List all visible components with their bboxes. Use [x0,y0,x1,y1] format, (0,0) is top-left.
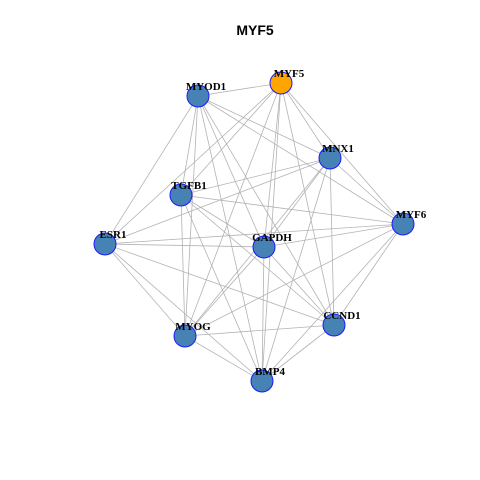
edge-tgfb1-bmp4 [180,194,263,382]
edge-tgfb1-myf6 [180,194,404,225]
edge-myog-bmp4 [184,335,263,382]
edge-tgfb1-myog [180,194,186,337]
node-ccnd1[interactable] [322,313,346,337]
edge-layer [104,82,404,382]
edge-myf5-ccnd1 [280,82,335,326]
edge-myf5-myog [184,82,282,337]
node-label-mnx1: MNX1 [322,143,354,155]
node-gapdh[interactable] [252,235,276,259]
edge-esr1-bmp4 [104,243,263,382]
edge-myf5-myod1 [197,82,282,97]
edge-mnx1-gapdh [263,157,331,248]
node-mnx1[interactable] [318,146,342,170]
node-myod1[interactable] [186,84,210,108]
node-label-bmp4: BMP4 [255,366,285,378]
edge-myf5-mnx1 [280,82,331,159]
edge-gapdh-ccnd1 [263,246,335,326]
edge-esr1-gapdh [104,243,265,248]
edge-myod1-esr1 [104,95,199,245]
edge-myf6-gapdh [263,223,404,248]
edge-myf5-myf6 [280,82,404,225]
edge-myf5-bmp4 [261,82,282,382]
edge-esr1-myog [104,243,186,337]
edge-myod1-myog [184,95,199,337]
node-bmp4[interactable] [250,369,274,393]
edge-gapdh-bmp4 [261,246,265,382]
node-label-esr1: ESR1 [100,229,127,241]
edge-ccnd1-bmp4 [261,324,335,382]
edge-myod1-bmp4 [197,95,263,382]
node-myf5[interactable] [269,71,293,95]
edge-myod1-tgfb1 [180,95,199,196]
node-myf6[interactable] [391,212,415,236]
edge-myf6-esr1 [104,223,404,245]
edge-mnx1-ccnd1 [329,157,335,326]
edge-myf5-gapdh [263,82,282,248]
edge-myod1-mnx1 [197,95,331,159]
edge-ccnd1-myog [184,324,335,337]
edge-esr1-ccnd1 [104,243,335,326]
edge-myf5-tgfb1 [180,82,282,196]
graph-title: MYF5 [236,22,274,38]
edge-myod1-myf6 [197,95,404,225]
edge-mnx1-myf6 [329,157,404,225]
edge-mnx1-tgfb1 [180,157,331,196]
node-label-ccnd1: CCND1 [323,310,360,322]
node-label-myod1: MYOD1 [186,81,226,93]
edge-mnx1-esr1 [104,157,331,245]
node-label-myf5: MYF5 [274,68,305,80]
edge-myod1-ccnd1 [197,95,335,326]
edge-myf6-ccnd1 [333,223,404,326]
edge-mnx1-bmp4 [261,157,331,382]
edge-myf6-bmp4 [261,223,404,382]
node-layer [93,71,415,393]
edge-myod1-gapdh [197,95,265,248]
node-label-gapdh: GAPDH [252,232,292,244]
node-esr1[interactable] [93,232,117,256]
node-tgfb1[interactable] [169,183,193,207]
node-label-tgfb1: TGFB1 [171,180,206,192]
node-label-myf6: MYF6 [396,209,427,221]
edge-tgfb1-gapdh [180,194,265,248]
edge-gapdh-myog [184,246,265,337]
edge-tgfb1-ccnd1 [180,194,335,326]
node-myog[interactable] [173,324,197,348]
node-label-myog: MYOG [175,321,211,333]
edge-myf5-esr1 [104,82,282,245]
